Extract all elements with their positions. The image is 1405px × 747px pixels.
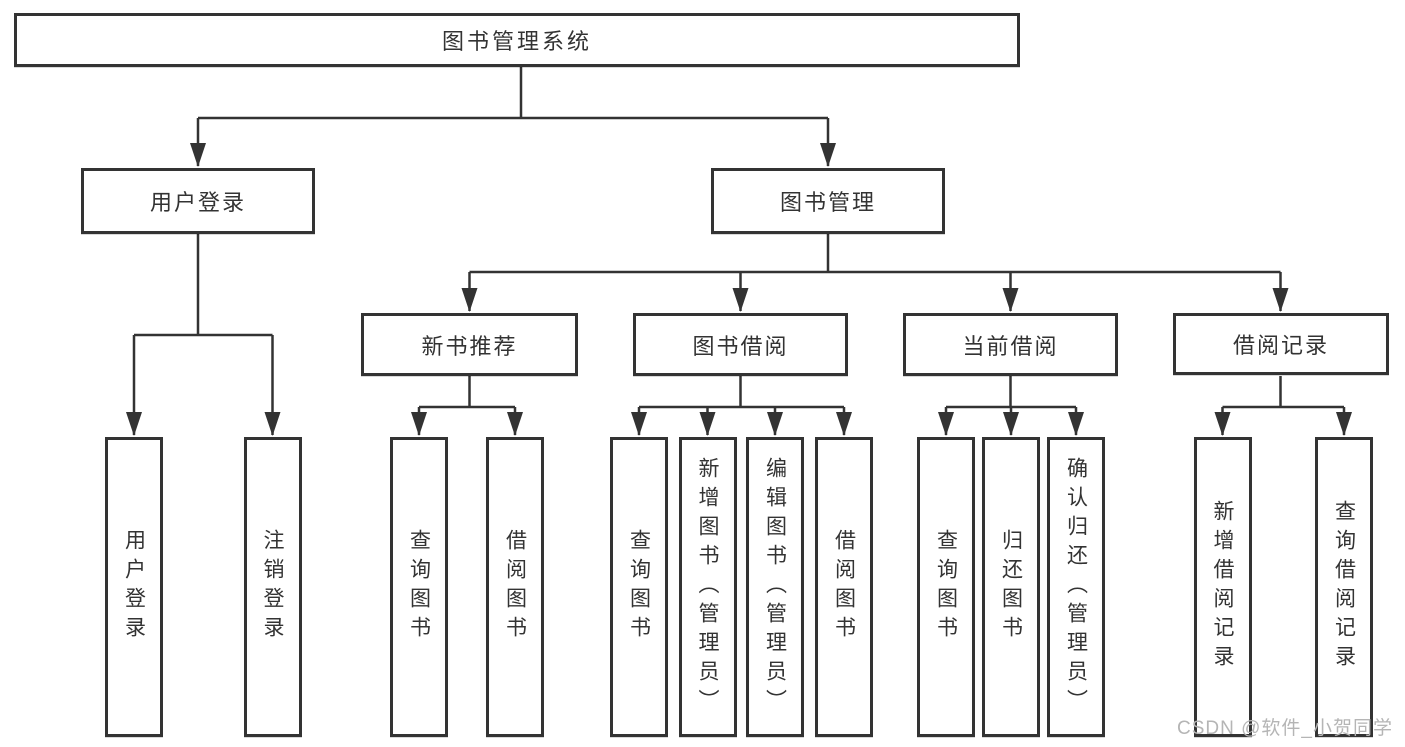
leaf-user-login: 用户登录	[105, 437, 163, 737]
connector-manage-branch	[469, 234, 1281, 274]
leaf-label: 编辑图书（管理员）	[763, 456, 787, 718]
leaf-label: 查询图书	[934, 529, 958, 645]
leaf-label: 查询图书	[627, 529, 651, 645]
connector-record-branch	[1222, 376, 1344, 409]
connector-root-branch	[198, 67, 828, 120]
leaf-add-borrow-record: 新增借阅记录	[1193, 437, 1252, 737]
leaf-query-book-borrow: 查询图书	[610, 437, 668, 737]
leaf-borrow-book-recommend: 借阅图书	[486, 437, 544, 737]
leaf-query-book-recommend: 查询图书	[390, 437, 448, 737]
leaf-label: 归还图书	[999, 529, 1023, 645]
node-user-login: 用户登录	[81, 168, 315, 234]
node-new-book-recommend: 新书推荐	[361, 313, 578, 376]
node-root-system: 图书管理系统	[14, 13, 1020, 67]
connector-newbook-branch	[419, 376, 515, 409]
leaf-add-book-admin: 新增图书（管理员）	[678, 437, 737, 737]
leaf-label: 确认归还（管理员）	[1064, 456, 1088, 718]
node-book-manage: 图书管理	[711, 168, 945, 234]
leaf-label: 查询图书	[407, 529, 431, 645]
leaf-logout: 注销登录	[243, 437, 302, 737]
leaf-label: 查询借阅记录	[1332, 500, 1356, 674]
leaf-confirm-return-admin: 确认归还（管理员）	[1047, 437, 1105, 737]
leaf-query-book-current: 查询图书	[917, 437, 975, 737]
leaf-label: 借阅图书	[503, 529, 527, 645]
watermark: CSDN @软件_小贺同学	[1177, 718, 1393, 739]
connector-current-branch	[946, 376, 1076, 409]
leaf-query-borrow-record: 查询借阅记录	[1315, 437, 1373, 737]
leaf-label: 注销登录	[261, 529, 284, 645]
leaf-borrow-book: 借阅图书	[815, 437, 873, 737]
leaf-edit-book-admin: 编辑图书（管理员）	[746, 437, 804, 737]
node-borrow-record: 借阅记录	[1173, 313, 1389, 375]
leaf-label: 新增借阅记录	[1211, 500, 1234, 674]
leaf-label: 借阅图书	[832, 529, 856, 645]
leaf-label: 用户登录	[122, 529, 146, 645]
leaf-label: 新增图书（管理员）	[696, 456, 719, 718]
connector-borrow-branch	[639, 376, 844, 409]
leaf-return-book: 归还图书	[982, 437, 1040, 737]
node-current-borrow: 当前借阅	[903, 313, 1118, 376]
connector-login-branch	[134, 234, 273, 337]
node-book-borrow: 图书借阅	[633, 313, 848, 376]
